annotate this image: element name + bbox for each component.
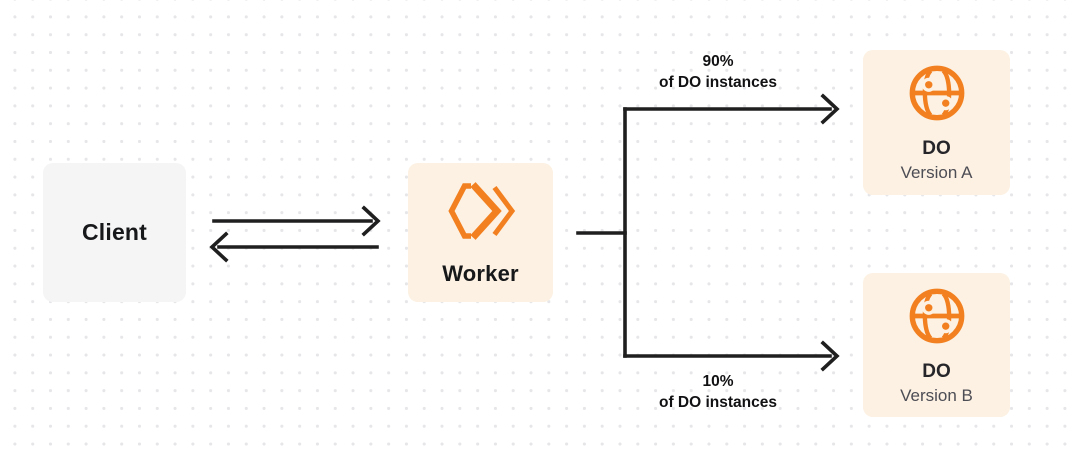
worker-label: Worker bbox=[442, 261, 519, 286]
top-branch-label: 90% of DO instances bbox=[618, 51, 818, 93]
client-label: Client bbox=[81, 219, 148, 245]
arrow-worker-to-client bbox=[209, 231, 379, 263]
do-a-title: DO bbox=[922, 138, 951, 159]
do-b-title: DO bbox=[922, 361, 951, 382]
arrow-client-to-worker bbox=[212, 205, 381, 237]
workers-icon bbox=[446, 179, 516, 243]
bottom-branch-percent: 10% bbox=[702, 373, 734, 390]
top-branch-percent: 90% bbox=[702, 53, 734, 70]
bottom-branch-label: 10% of DO instances bbox=[618, 371, 818, 413]
client-node: Client bbox=[43, 163, 186, 302]
arrow-to-do-version-a bbox=[623, 93, 840, 125]
do-b-subtitle: Version B bbox=[900, 386, 973, 405]
bottom-branch-caption: of DO instances bbox=[659, 394, 777, 411]
do-a-subtitle: Version A bbox=[900, 163, 973, 182]
globe-icon bbox=[906, 62, 968, 124]
do-version-b-node: DO Version B bbox=[863, 273, 1010, 417]
worker-node: Worker bbox=[408, 163, 553, 302]
top-branch-caption: of DO instances bbox=[659, 74, 777, 91]
globe-icon bbox=[906, 285, 968, 347]
do-version-a-node: DO Version A bbox=[863, 50, 1010, 195]
arrow-to-do-version-b bbox=[623, 340, 840, 372]
